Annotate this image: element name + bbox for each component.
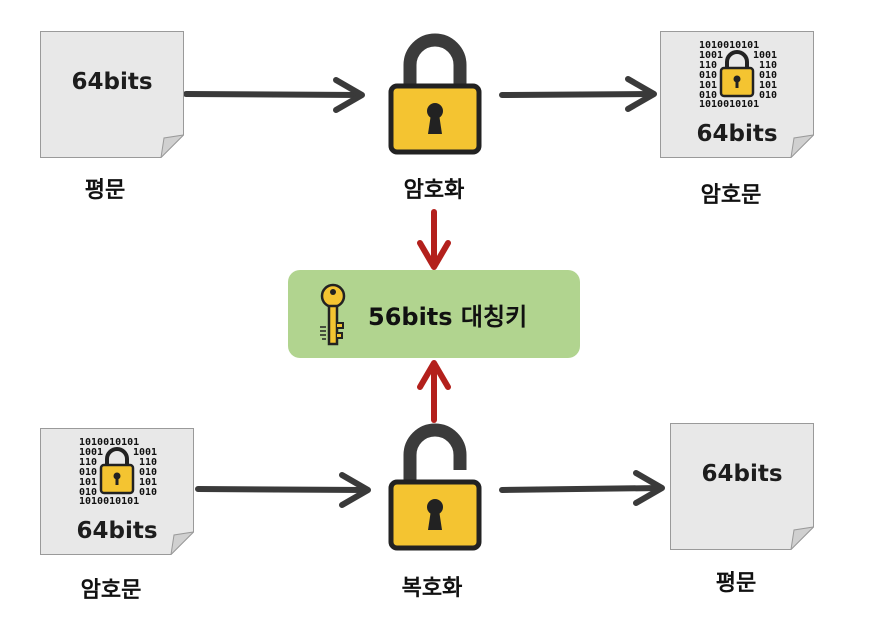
locked-padlock-icon xyxy=(388,33,482,155)
arrow-plaintext-to-encrypt xyxy=(183,77,365,113)
plaintext-document: 64bits xyxy=(40,31,184,158)
doc-size-label: 64bits xyxy=(696,121,778,147)
document-icon xyxy=(670,423,814,550)
plaintext-caption: 평문 xyxy=(84,178,126,203)
ciphertext-caption: 암호문 xyxy=(700,183,762,208)
ciphertext-document: 64bits xyxy=(40,428,194,555)
doc-size-label: 64bits xyxy=(71,69,153,95)
document-icon xyxy=(40,31,184,158)
doc-size-label: 64bits xyxy=(701,461,783,487)
key-icon xyxy=(320,283,346,346)
unlocked-padlock-icon xyxy=(388,423,482,551)
encrypt-caption: 암호화 xyxy=(403,178,465,203)
ciphertext-caption: 암호문 xyxy=(80,578,142,603)
plaintext-document: 64bits xyxy=(670,423,814,550)
arrow-decrypt-to-plaintext xyxy=(499,470,665,506)
binary-lock-icon xyxy=(697,38,777,108)
arrow-encrypt-to-ciphertext xyxy=(499,76,657,112)
arrow-decrypt-to-key xyxy=(417,360,451,423)
symmetric-key-label: 56bits 대칭키 xyxy=(368,303,528,331)
arrow-ciphertext-to-decrypt xyxy=(195,472,371,508)
plaintext-caption: 평문 xyxy=(715,571,757,596)
decrypt-lock xyxy=(388,422,484,556)
doc-size-label: 64bits xyxy=(76,518,158,544)
ciphertext-document: 64bits xyxy=(660,31,814,158)
encrypt-lock xyxy=(388,30,482,160)
arrow-encrypt-to-key xyxy=(417,209,451,270)
decrypt-caption: 복호화 xyxy=(401,576,463,601)
binary-lock-icon xyxy=(77,435,157,505)
symmetric-key-box: 56bits 대칭키 xyxy=(288,270,580,358)
